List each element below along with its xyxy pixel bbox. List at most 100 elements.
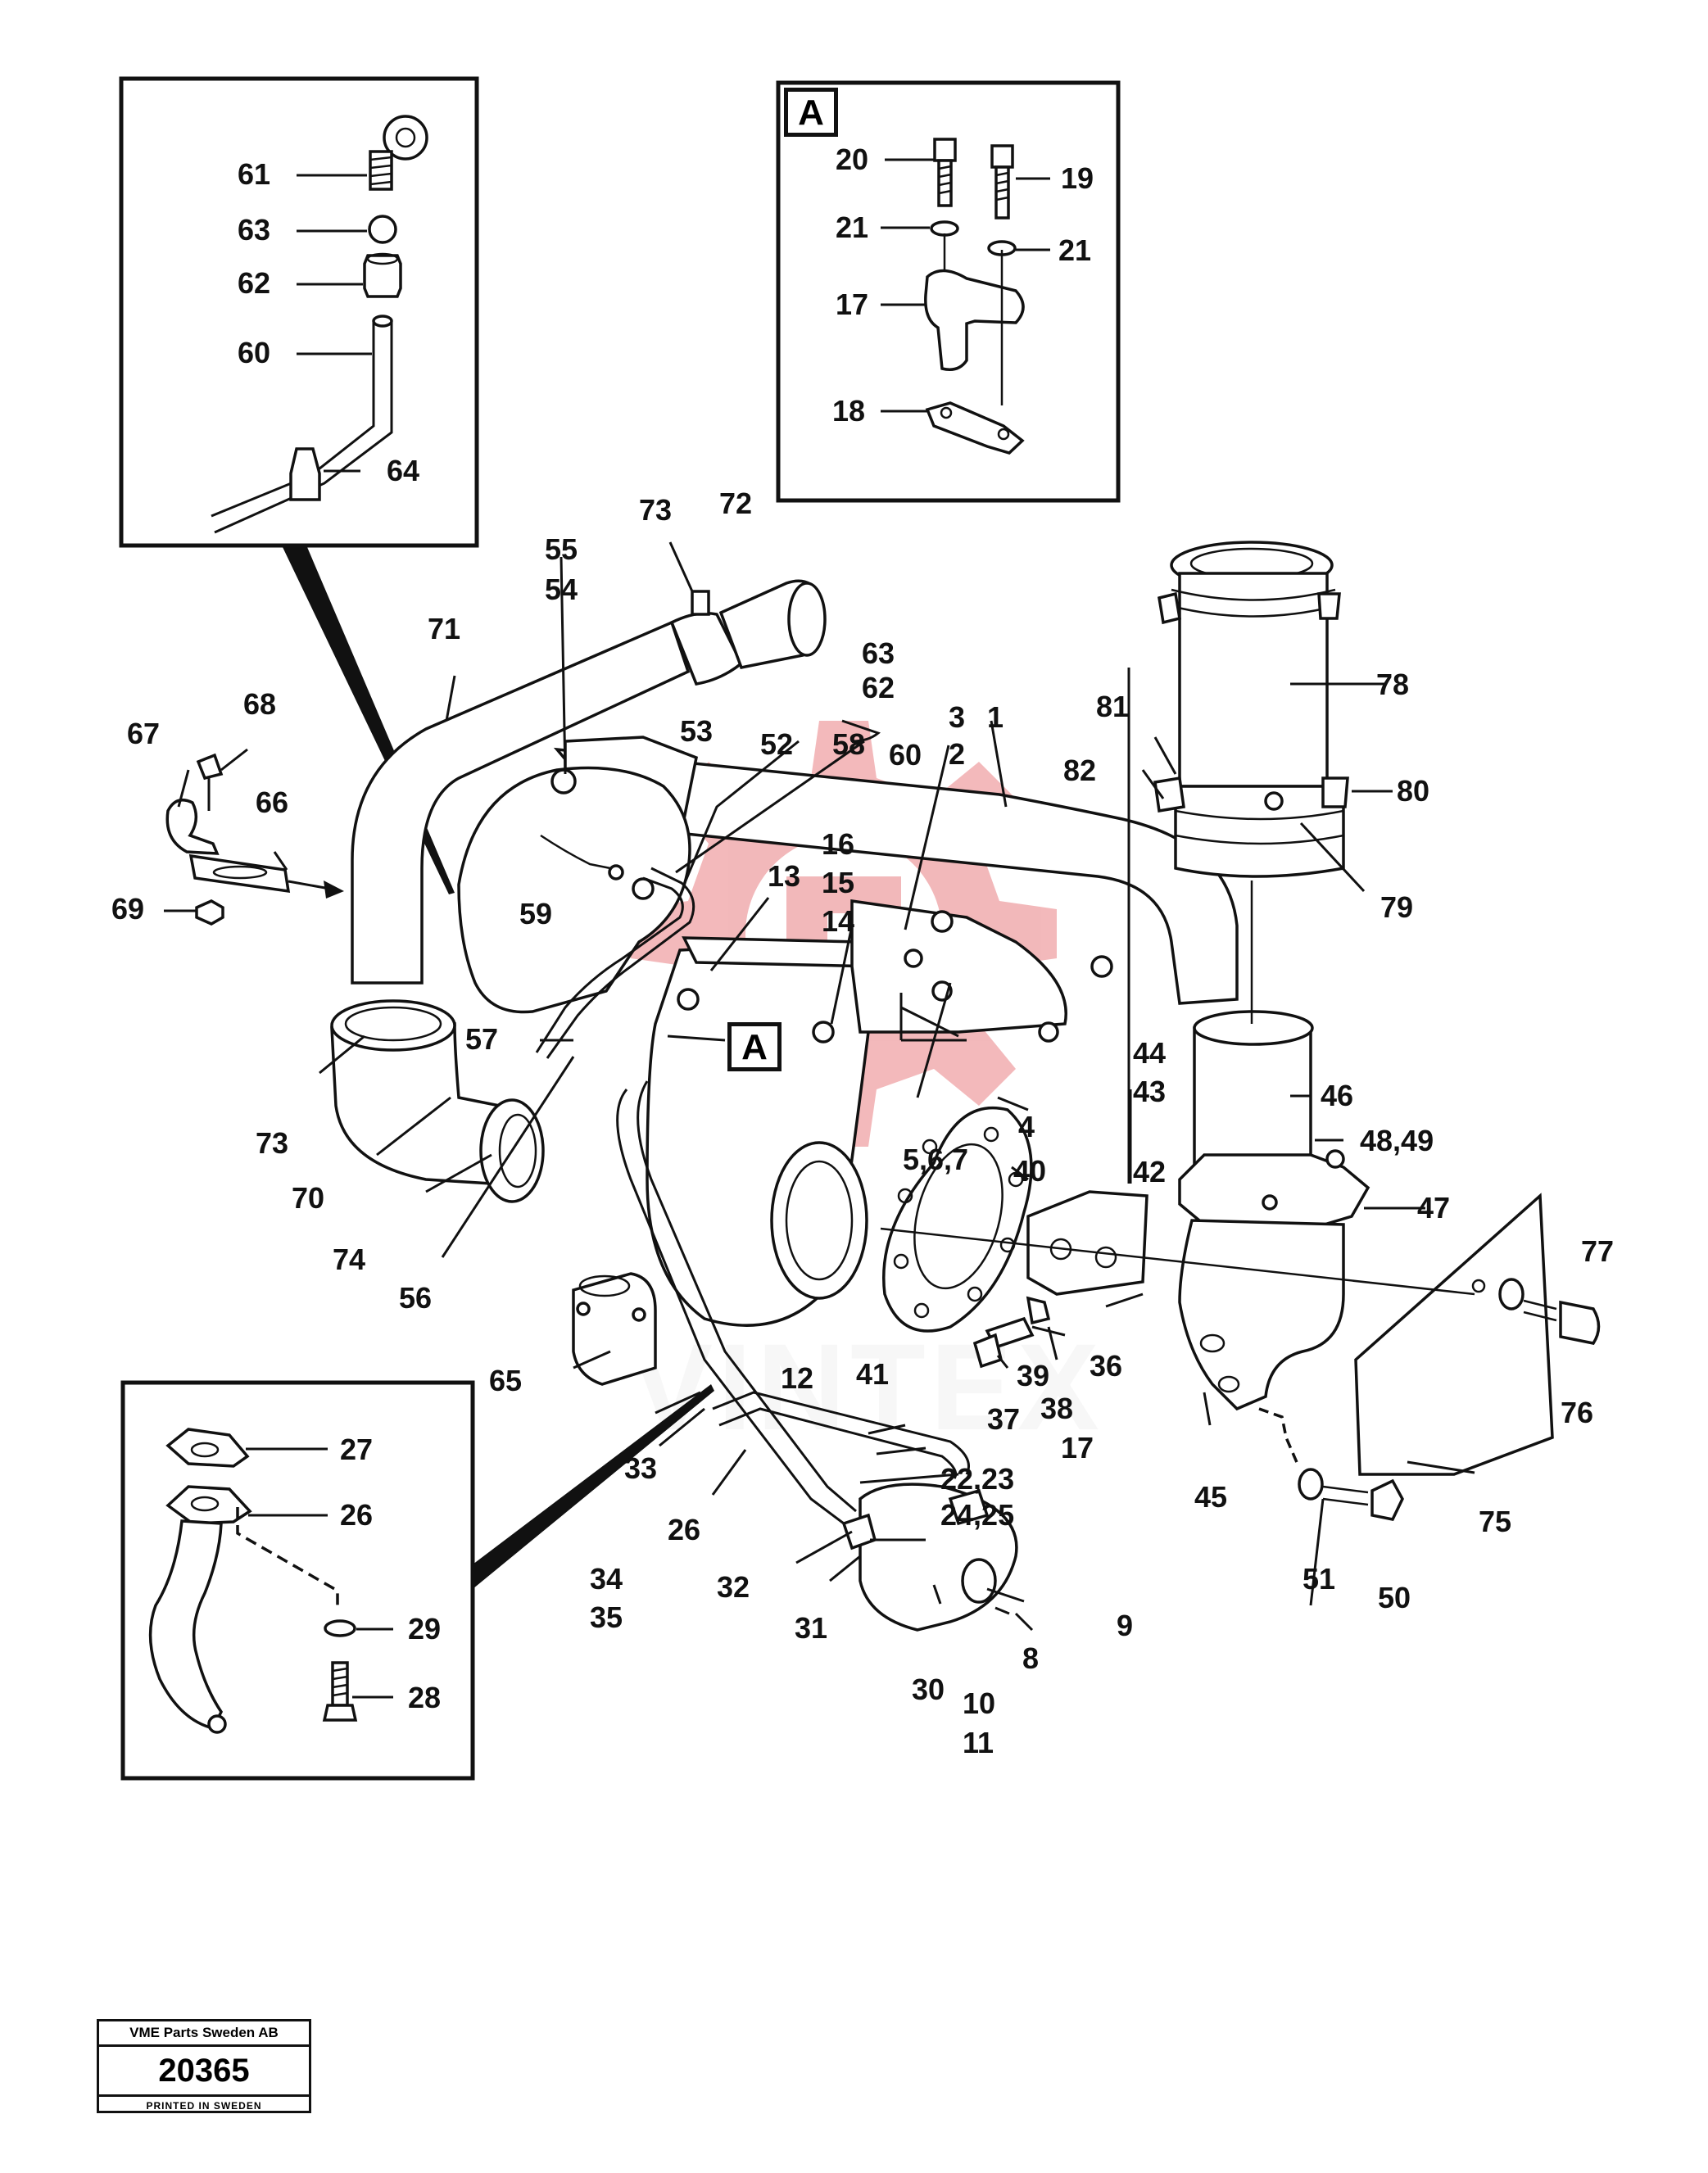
callout: 35	[590, 1600, 623, 1634]
union-nut	[948, 1488, 990, 1526]
callout: 82	[1063, 754, 1096, 787]
callout: 1	[987, 700, 1004, 734]
manifold-section	[850, 899, 1067, 1034]
callout: 10	[963, 1686, 995, 1720]
callout: 64	[387, 454, 419, 487]
drain-plug	[961, 1558, 997, 1604]
callout: 5,6,7	[903, 1143, 968, 1176]
clamp-bolt	[1153, 776, 1185, 813]
callout: 50	[1378, 1581, 1411, 1614]
pipe-opening	[1193, 1010, 1314, 1046]
callout: 56	[399, 1281, 432, 1315]
screw-head	[933, 138, 957, 162]
callout: 47	[1417, 1191, 1450, 1225]
callout: 4	[1018, 1110, 1035, 1143]
bolt-head	[1370, 1478, 1404, 1521]
stud-nut	[1090, 955, 1113, 978]
washer	[1498, 1278, 1525, 1311]
callout: 40	[1013, 1154, 1046, 1188]
printed-note: PRINTED IN SWEDEN	[146, 2100, 262, 2112]
callout: 80	[1397, 774, 1429, 808]
oil-pipe	[211, 321, 375, 518]
stud-nut	[931, 910, 954, 933]
callout: 44	[1133, 1036, 1166, 1070]
inset-pipe-detail: 27 26 29 28	[120, 1380, 475, 1781]
inset-pointer	[473, 1384, 714, 1589]
hose-opening	[787, 582, 827, 657]
callout: 15	[822, 866, 854, 899]
screw-head	[196, 753, 224, 781]
support-bracket	[1026, 1190, 1148, 1296]
callout: 59	[519, 897, 552, 930]
callout: 13	[768, 859, 800, 893]
callout: 34	[590, 1562, 623, 1596]
callout: 8	[1022, 1641, 1039, 1675]
callout: 61	[238, 157, 270, 191]
callout: 9	[1117, 1609, 1133, 1642]
callout: 21	[1058, 233, 1091, 267]
callout: 2	[949, 737, 965, 771]
union-nut	[363, 254, 402, 298]
callout: 19	[1061, 161, 1094, 195]
callout: 72	[719, 487, 752, 520]
callout: 24,25	[940, 1498, 1014, 1532]
callout: 70	[292, 1181, 324, 1215]
inset-frame	[776, 80, 1121, 503]
callout: 78	[1376, 668, 1409, 701]
callout: 57	[465, 1022, 498, 1056]
callout: 71	[428, 612, 460, 645]
detail-a-tag: A	[784, 88, 838, 137]
washer	[1026, 1296, 1051, 1325]
exhaust-flange	[882, 1106, 1033, 1333]
callout: 32	[717, 1570, 750, 1604]
detail-a-reference-tag: A	[727, 1022, 782, 1071]
callout: 17	[836, 287, 868, 321]
callout: 12	[781, 1361, 813, 1395]
drawing-number: 20365	[99, 2047, 309, 2097]
callout: 74	[333, 1243, 365, 1276]
callout: 28	[408, 1681, 441, 1714]
callout: 42	[1133, 1155, 1166, 1188]
callout: 14	[822, 904, 854, 938]
heat-shield	[1354, 1193, 1554, 1476]
company-name: VME Parts Sweden AB	[99, 2021, 309, 2047]
callout: 81	[1096, 690, 1129, 723]
callout: 75	[1479, 1505, 1511, 1538]
pipe-flange	[924, 269, 1025, 371]
inset-a-detail: 20 19 21 21 17 18	[776, 80, 1121, 503]
expansion-bellows	[1178, 572, 1329, 788]
callout: 53	[680, 714, 713, 748]
callout: 22,23	[940, 1462, 1014, 1496]
exhaust-elbow	[1178, 1219, 1345, 1411]
callout: 30	[912, 1673, 945, 1706]
bellows-lower	[1174, 785, 1345, 878]
bolt-head	[812, 1021, 835, 1043]
callout: 21	[836, 211, 868, 244]
callout: 62	[238, 266, 270, 300]
callout: 65	[489, 1364, 522, 1397]
callout: 55	[545, 532, 578, 566]
callout: 79	[1380, 890, 1413, 924]
callout: 54	[545, 573, 578, 606]
callout: 76	[1561, 1396, 1593, 1429]
callout: 63	[238, 213, 270, 247]
callout: 39	[1017, 1359, 1049, 1392]
clamp-nut	[1264, 791, 1284, 811]
title-block: VME Parts Sweden AB 20365 PRINTED IN SWE…	[97, 2019, 311, 2113]
callout: 33	[624, 1451, 657, 1485]
clamp-screw	[691, 590, 710, 616]
seal-ball	[368, 215, 397, 244]
callout: 66	[256, 785, 288, 819]
washer	[324, 1619, 356, 1637]
banjo-eye	[383, 115, 428, 161]
callout: 41	[856, 1357, 889, 1391]
callout: 36	[1090, 1349, 1122, 1383]
callout: 27	[340, 1433, 373, 1466]
bolt-head	[550, 768, 577, 795]
callout: 16	[822, 827, 854, 861]
washer	[930, 220, 959, 237]
callout: 37	[987, 1402, 1020, 1436]
callout: 26	[668, 1513, 700, 1546]
callout: 38	[1040, 1392, 1073, 1425]
